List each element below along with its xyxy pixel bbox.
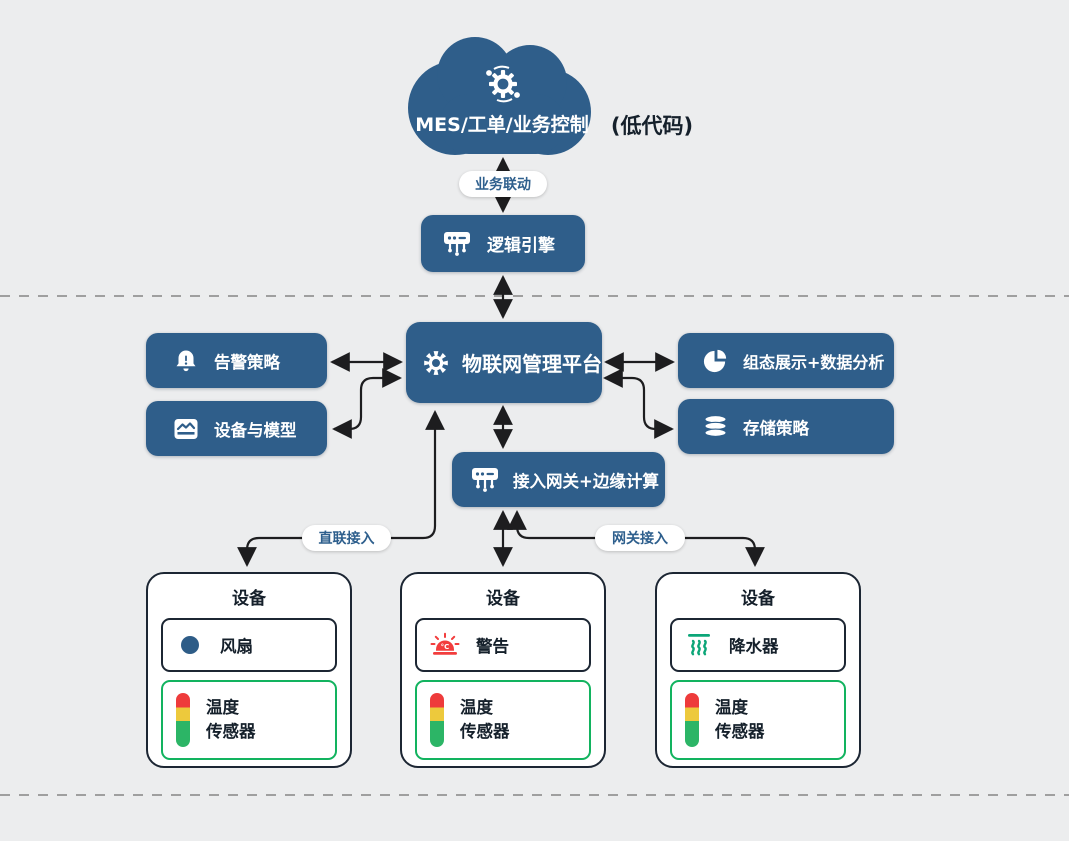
node-label: 物联网管理平台	[462, 352, 602, 376]
sprinkler-icon	[688, 633, 710, 655]
node-label: 告警策略	[214, 352, 280, 372]
pill-gateway-access: 网关接入	[595, 525, 685, 551]
edge-device-icon	[444, 232, 470, 256]
cloud-shape	[408, 37, 591, 155]
node-label: 组态展示+数据分析	[743, 352, 885, 372]
node-device-model: 设备与模型	[146, 401, 327, 456]
device-title: 设备	[486, 589, 520, 609]
node-logic-engine: 逻辑引擎	[421, 215, 585, 272]
fan-icon	[181, 636, 199, 654]
device-title: 设备	[232, 589, 266, 609]
device-card-icon	[174, 418, 198, 439]
node-viz-analysis: 组态展示+数据分析	[678, 333, 894, 388]
node-label: 存储策略	[743, 418, 809, 438]
component-box: 降水器	[670, 618, 846, 672]
component-label: 警告	[476, 637, 509, 656]
component-label: 降水器	[729, 637, 779, 656]
pill-direct-access: 直联接入	[302, 525, 391, 551]
svg-text:°C: °C	[441, 642, 450, 650]
device-title: 设备	[741, 589, 775, 609]
pill-business-link: 业务联动	[459, 171, 547, 197]
temperature-sensor-icon	[176, 693, 190, 747]
alarm-bell-icon	[176, 350, 196, 371]
connector-platform-storage	[603, 368, 674, 439]
node-iot-platform: 物联网管理平台	[406, 322, 602, 403]
node-access-gateway: 接入网关+边缘计算	[452, 452, 665, 507]
component-box: 风扇	[161, 618, 337, 672]
cloud-title: MES/工单/业务控制	[415, 114, 589, 136]
node-label: 逻辑引擎	[487, 236, 555, 256]
edge-device-icon	[472, 468, 498, 492]
device-card-sprinkler: 设备 降水器 温度 传感器	[655, 572, 861, 768]
connector-model-platform	[332, 368, 402, 439]
automation-gear-icon	[486, 65, 520, 103]
temperature-sensor-icon	[430, 693, 444, 747]
node-alarm-policy: 告警策略	[146, 333, 327, 388]
component-label: 风扇	[220, 637, 253, 656]
alarm-light-icon: °C	[430, 632, 460, 655]
device-card-alarm: 设备 °C 警告 温度 传感器	[400, 572, 606, 768]
low-code-note: (低代码)	[610, 114, 694, 138]
sensor-label: 温度 传感器	[206, 698, 256, 741]
sensor-box: 温度 传感器	[161, 680, 337, 760]
sensor-box: 温度 传感器	[670, 680, 846, 760]
node-storage-policy: 存储策略	[678, 399, 894, 454]
node-label: 设备与模型	[214, 420, 297, 440]
device-card-fan: 设备 风扇 温度 传感器	[146, 572, 352, 768]
gear-icon	[424, 350, 448, 375]
database-icon	[704, 415, 727, 438]
node-label: 接入网关+边缘计算	[513, 471, 659, 491]
component-box: °C 警告	[415, 618, 591, 672]
temperature-sensor-icon	[685, 693, 699, 747]
sensor-label: 温度 传感器	[460, 698, 510, 741]
pie-chart-icon	[703, 349, 727, 373]
sensor-label: 温度 传感器	[715, 698, 765, 741]
sensor-box: 温度 传感器	[415, 680, 591, 760]
